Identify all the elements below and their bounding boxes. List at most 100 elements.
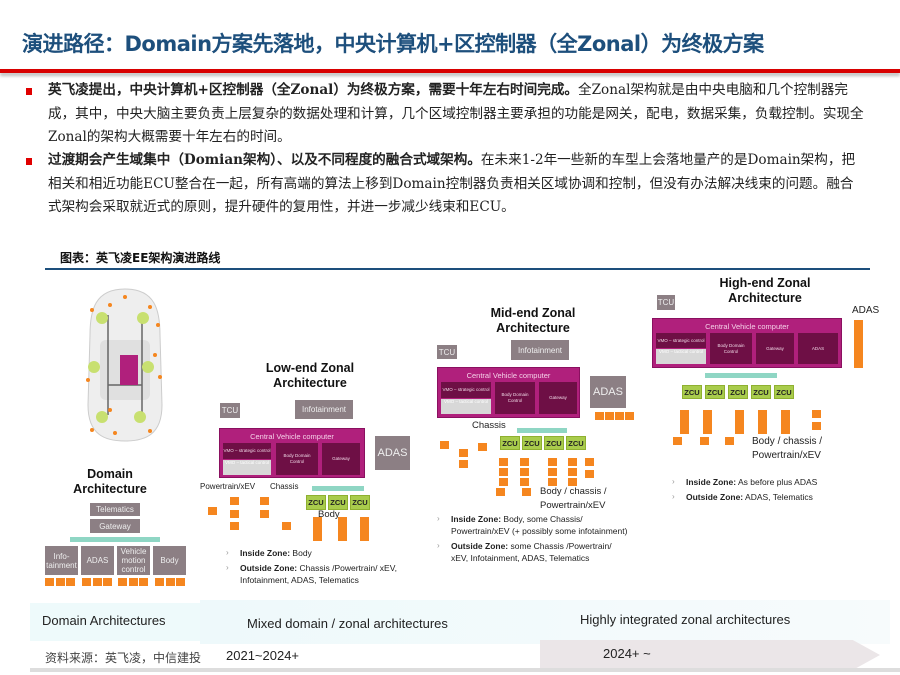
- bullet-2-text: 在未来1-2年一些新的车型上会落地量产的是Domain架构，把相关和相近功能EC…: [48, 152, 856, 215]
- ecu-node: [703, 418, 712, 426]
- ecu-node: [680, 426, 689, 434]
- ecu-node: [700, 437, 709, 445]
- ecu-node: [548, 458, 557, 466]
- bullet-2: 过渡期会产生域集中（Domian架构）、以及不同程度的融合式域架构。在未来1-2…: [26, 149, 866, 220]
- ecu-node: [459, 449, 468, 457]
- ecu-node: [260, 510, 269, 518]
- low-zone-notes: ›Inside Zone: Body ›Outside Zone: Chassi…: [226, 547, 400, 586]
- low-chassis-label: Chassis: [270, 482, 299, 491]
- low-tcu-box: TCU: [220, 403, 240, 418]
- mid-zone-label: Body / chassis /Powertrain/xEV: [540, 485, 607, 513]
- ecu-node: [360, 533, 369, 541]
- chevron-right-icon: ›: [437, 514, 440, 523]
- mid-zcu-4: ZCU: [566, 436, 586, 450]
- caption-divider: [45, 268, 870, 270]
- bullet-1: 英飞凌提出，中央计算机+区控制器（全Zonal）为终极方案，需要十年左右时间完成…: [26, 79, 866, 150]
- chevron-right-icon: ›: [226, 563, 229, 572]
- mid-zcu-1: ZCU: [500, 436, 520, 450]
- ecu-node: [230, 522, 239, 530]
- mid-end-title-1: Mid-end Zonal: [490, 306, 576, 320]
- ecu-node: [478, 443, 487, 451]
- timeline-highly-label: Highly integrated zonal architectures: [580, 612, 791, 627]
- low-bus: [312, 486, 364, 491]
- mid-adas-box: ADAS: [590, 376, 626, 408]
- ecu-node: [82, 578, 91, 586]
- ecu-node: [282, 522, 291, 530]
- ecu-node: [93, 578, 102, 586]
- ecu-node: [605, 412, 614, 420]
- high-end-title-2: Architecture: [728, 291, 802, 305]
- chevron-right-icon: ›: [672, 477, 675, 486]
- mid-zcu-3: ZCU: [544, 436, 564, 450]
- ecu-node: [166, 578, 175, 586]
- vmo-tactical: VMO – tactical control: [441, 399, 491, 414]
- ecu-node: [781, 426, 790, 434]
- ecu-node: [548, 478, 557, 486]
- ecu-node: [496, 488, 505, 496]
- ecu-node: [230, 510, 239, 518]
- high-zone-label-1: Body / chassis /: [752, 436, 823, 447]
- ecu-node: [208, 507, 217, 515]
- domain-body: Body: [153, 546, 186, 575]
- vmo-strategic: VMO – strategic control: [441, 382, 491, 398]
- inside-zone-label: Inside Zone:: [686, 477, 737, 487]
- ecu-node: [812, 410, 821, 418]
- low-zcu-1: ZCU: [306, 495, 326, 510]
- inside-zone-text: As before plus ADAS: [736, 477, 818, 487]
- gateway-box: Gateway: [90, 519, 140, 533]
- ecu-node: [129, 578, 138, 586]
- timeline-band-mixed: [200, 600, 890, 644]
- vmo-strategic: VMO – strategic control: [223, 443, 271, 459]
- ecu-node: [313, 517, 322, 525]
- timeline-period-2: 2024+ ~: [603, 646, 651, 661]
- high-zcu-1: ZCU: [682, 385, 702, 399]
- cvc-gateway: Gateway: [539, 382, 577, 414]
- domain-arch-title-2: Architecture: [73, 482, 147, 496]
- ecu-node: [758, 410, 767, 418]
- ecu-node: [313, 525, 322, 533]
- ecu-node: [758, 418, 767, 426]
- ecu-node: [520, 458, 529, 466]
- body-domain-control: Body Domain Control: [710, 333, 752, 364]
- ecu-node: [703, 426, 712, 434]
- ecu-node: [440, 441, 449, 449]
- ecu-node: [758, 426, 767, 434]
- page-title: 演进路径：Domain方案先落地，中央计算机+区控制器（全Zonal）为终极方案: [22, 32, 764, 56]
- ecu-node: [260, 497, 269, 505]
- mid-tcu-box: TCU: [437, 345, 457, 359]
- outside-zone-label: Outside Zone:: [240, 563, 298, 573]
- bullet-marker-icon: [26, 88, 32, 95]
- timeline-arrow-2024: [540, 640, 880, 670]
- high-bus: [705, 373, 777, 378]
- timeline-period-1: 2021~2024+: [226, 648, 300, 663]
- high-zcu-2: ZCU: [705, 385, 725, 399]
- low-infotainment-box: Infotainment: [295, 400, 353, 419]
- domain-adas: ADAS: [81, 546, 114, 575]
- ecu-node: [585, 458, 594, 466]
- high-tcu-box: TCU: [657, 295, 675, 310]
- ecu-node: [854, 328, 863, 336]
- mid-zone-label-1: Body / chassis /: [540, 486, 607, 497]
- outside-zone-text: Chassis /Powertrain/ xEV, Infotainment, …: [240, 563, 397, 585]
- vmo-strategic: VMO – strategic control: [656, 333, 706, 348]
- cvc-label: Central Vehicle computer: [250, 432, 334, 441]
- ecu-node: [338, 517, 347, 525]
- high-end-title-1: High-end Zonal: [719, 276, 811, 290]
- low-powertrain-label: Powertrain/xEV: [200, 482, 256, 491]
- ecu-node: [360, 517, 369, 525]
- ecu-node: [854, 320, 863, 328]
- ecu-node: [56, 578, 65, 586]
- mid-infotainment-box: Infotainment: [511, 340, 569, 360]
- ecu-node: [520, 468, 529, 476]
- ecu-node: [313, 533, 322, 541]
- ecu-node: [854, 360, 863, 368]
- domain-bus: [70, 537, 160, 542]
- vmo-tactical: VMO – tactical control: [223, 460, 271, 475]
- title-divider: [0, 69, 900, 73]
- ecu-node: [499, 458, 508, 466]
- high-zone-label: Body / chassis /Powertrain/xEV: [752, 435, 822, 463]
- low-end-title-1: Low-end Zonal: [265, 361, 355, 375]
- high-zcu-3: ZCU: [728, 385, 748, 399]
